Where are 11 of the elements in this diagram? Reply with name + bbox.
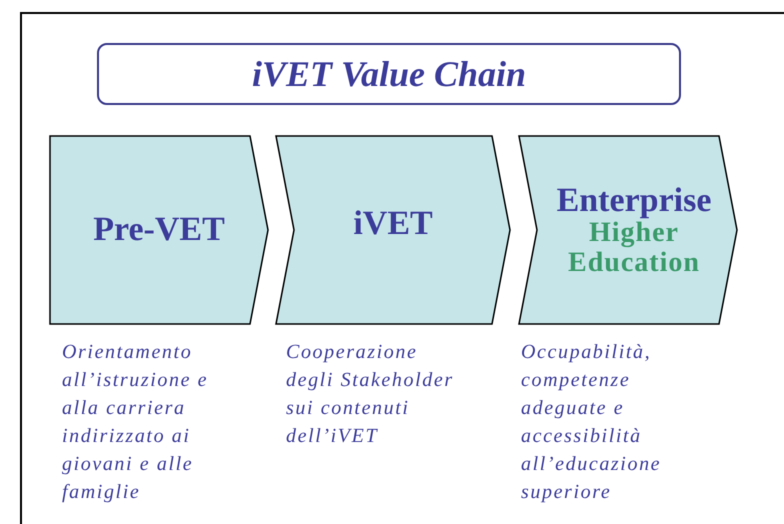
description-text: Orientamento all’istruzione e alla carriera indirizzato ai giovani e alle famiglie xyxy=(62,340,210,505)
chevron-label: Enterprise xyxy=(556,182,712,218)
chevron-box xyxy=(519,136,737,324)
description-text: Cooperazione degli Stakeholder sui contenuti dell’iVET xyxy=(286,340,455,449)
chevron-label: Pre-VET xyxy=(93,212,225,248)
chevron-box xyxy=(276,136,510,324)
chevron-label: iVET xyxy=(353,206,433,242)
chevron-box xyxy=(50,136,268,324)
chevron-label: Higher Education xyxy=(568,218,700,278)
title: iVET Value Chain xyxy=(252,53,526,95)
description-text: Occupabilità, competenze adeguate e accessibilità all’educazione superiore xyxy=(521,340,662,505)
